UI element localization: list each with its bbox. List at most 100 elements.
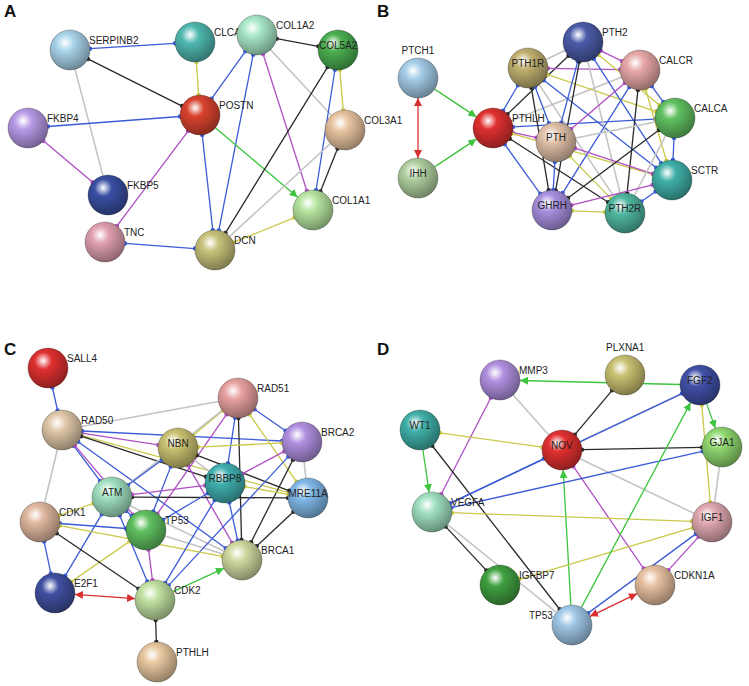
edge-line: [446, 527, 487, 571]
edge-line: [74, 446, 100, 481]
gene-label: COL5A2: [319, 40, 357, 52]
node-sphere: [562, 21, 604, 63]
node-sphere: [7, 107, 49, 149]
protein-node: CDK1: [19, 501, 61, 543]
node-sphere: [125, 509, 167, 551]
interaction-edge: [573, 388, 615, 437]
interaction-edge: [563, 470, 571, 605]
interaction-edge: [715, 467, 720, 502]
node-sphere: [479, 359, 521, 401]
protein-node: TP53: [125, 509, 167, 551]
gene-label: WT1: [410, 420, 431, 432]
edge-line: [548, 68, 620, 69]
protein-node: COL3A1: [324, 109, 366, 151]
edge-line: [448, 525, 557, 613]
gene-label: MMP3: [519, 365, 548, 377]
gene-label: GHRH: [538, 200, 567, 212]
node-sphere: [654, 97, 696, 139]
edge-line: [652, 86, 663, 102]
gene-label: CDK1: [59, 507, 86, 519]
node-sphere: [41, 409, 83, 451]
interaction-edge: [123, 241, 198, 250]
edge-line: [417, 98, 418, 158]
protein-node: RAD51: [217, 377, 259, 419]
protein-node: MMP3: [479, 359, 521, 401]
interaction-edge: [41, 139, 95, 185]
interaction-edge: [551, 160, 557, 192]
interaction-edge: [501, 83, 520, 113]
interaction-edge: [570, 209, 607, 215]
edge-line: [212, 51, 246, 98]
node-sphere: [27, 347, 69, 389]
protein-node: FKBP4: [7, 107, 49, 149]
gene-label: PTCH1: [402, 45, 435, 57]
interaction-edge: [42, 539, 53, 575]
interaction-edge: [569, 81, 627, 131]
interaction-edge: [76, 440, 228, 551]
protein-node: NOV: [541, 429, 583, 471]
node-sphere: [292, 189, 334, 231]
protein-node: NBN: [157, 427, 199, 469]
interaction-edge: [304, 462, 306, 478]
interaction-edge: [707, 404, 716, 428]
protein-node: SERPINB2: [49, 29, 91, 71]
gene-label: PLXNA1: [606, 342, 644, 354]
edge-line: [251, 460, 293, 542]
gene-label: CALCR: [659, 55, 693, 67]
edge-line: [228, 418, 235, 463]
edge-line: [575, 390, 612, 434]
node-sphere: [651, 159, 693, 201]
edge-line: [65, 514, 102, 576]
interaction-edge: [450, 511, 694, 524]
panel-letter: C: [4, 340, 16, 360]
interaction-edge: [73, 443, 136, 517]
gene-label: RAD51: [257, 383, 289, 395]
edge-line: [568, 130, 659, 198]
edge-line: [435, 89, 477, 117]
protein-node: TP53: [551, 604, 593, 646]
interaction-edge: [72, 444, 102, 483]
protein-node: VEGFA: [411, 491, 453, 533]
interaction-edge: [274, 36, 320, 48]
gene-label: VEGFA: [451, 497, 484, 509]
interaction-edge: [153, 618, 158, 644]
gene-label: IGFBP7: [519, 570, 555, 582]
gene-label: FKBP5: [127, 180, 159, 192]
edge-line: [423, 450, 429, 492]
interaction-edge: [50, 385, 60, 412]
gene-label: ATM: [102, 487, 122, 499]
gene-label: TNC: [124, 227, 145, 239]
edge-line: [707, 404, 716, 428]
protein-node: PTH: [535, 121, 577, 163]
gene-label: COL3A1: [364, 115, 402, 127]
node-sphere: [134, 579, 176, 621]
node-sphere: [179, 94, 221, 136]
node-sphere: [136, 641, 178, 683]
protein-node: TNC: [84, 221, 126, 263]
gene-label: COL1A1: [332, 195, 370, 207]
interaction-edge: [227, 500, 240, 542]
protein-node: FKBP5: [87, 174, 129, 216]
edge-line: [202, 135, 213, 230]
edge-line: [165, 500, 214, 583]
protein-node: COL1A1: [292, 189, 334, 231]
edge-line: [196, 62, 198, 95]
node-sphere: [551, 604, 593, 646]
gene-label: E2F1: [74, 578, 98, 590]
interaction-edge: [566, 128, 661, 200]
gene-label: NOV: [551, 440, 573, 452]
interaction-edge: [163, 498, 217, 585]
protein-node: PTHLH: [136, 641, 178, 683]
interaction-edge: [546, 66, 622, 72]
edge-line: [194, 460, 209, 471]
edge-line: [219, 55, 253, 231]
interaction-edge: [448, 525, 557, 613]
edge-line: [553, 162, 555, 190]
edge-line: [75, 594, 135, 598]
edge-line: [641, 191, 655, 201]
interaction-edge: [520, 380, 680, 384]
edge-line: [513, 395, 548, 435]
gene-label: CALCA: [694, 103, 727, 115]
edge-line: [320, 149, 337, 192]
interaction-edge: [580, 459, 694, 514]
